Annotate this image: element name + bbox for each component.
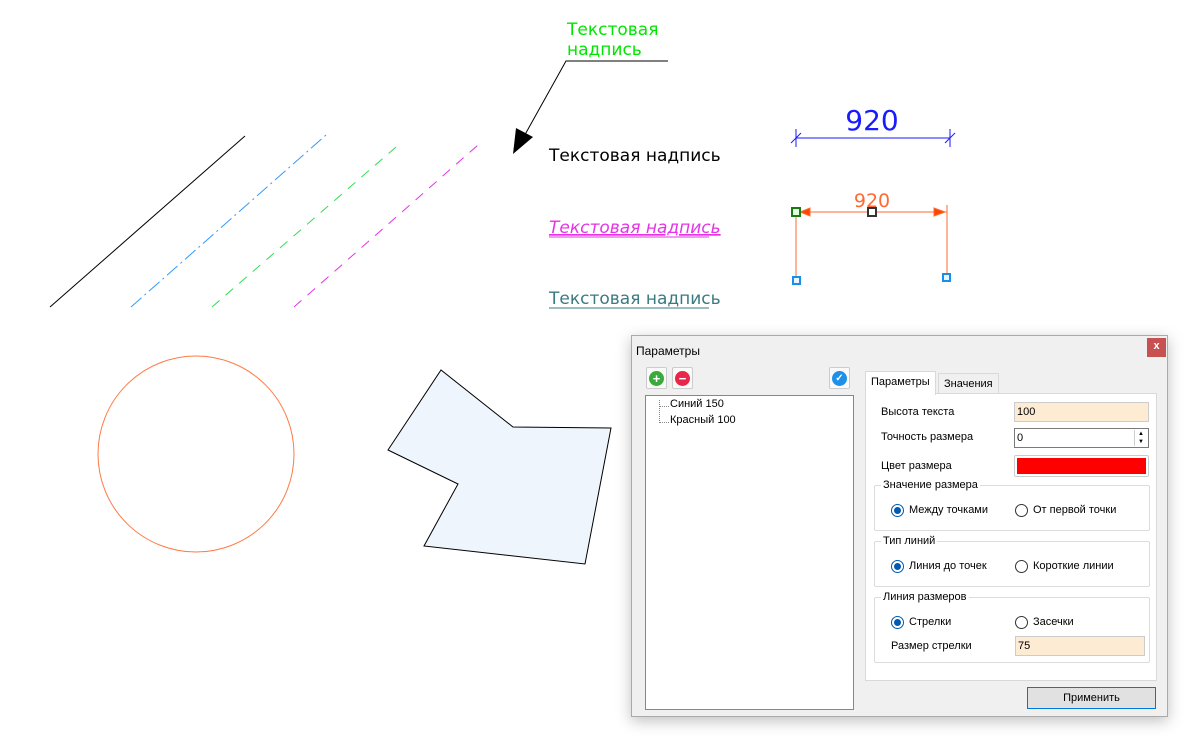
group-title: Линия размеров [881,591,969,603]
dialog-title: Параметры [636,344,700,358]
radio-label: Стрелки [909,616,952,628]
close-button[interactable]: x [1147,338,1166,357]
leader-text-1[interactable]: Текстовая [566,20,658,40]
parameters-dialog: Параметры x + − ✓ Синий 150 Красный 100 … [631,335,1168,717]
text-magenta[interactable]: Текстовая надпись [549,218,721,238]
grip-blue[interactable] [942,273,951,282]
radio-between-points[interactable] [891,504,904,517]
radio-from-first-point[interactable] [1015,504,1028,517]
group-title: Значение размера [881,479,980,491]
text-black[interactable]: Текстовая надпись [548,146,721,166]
precision-label: Точность размера [881,431,974,443]
radio-label: Засечки [1033,616,1074,628]
radio-arrows[interactable] [891,616,904,629]
dimension-blue-value[interactable]: 920 [845,104,898,137]
radio-label: Линия до точек [909,560,987,572]
radio-label: Между точками [909,504,989,516]
leader-arrow [513,128,533,154]
parameters-panel: Высота текста 100 Точность размера 0 ▲▼ … [865,393,1157,681]
minus-icon: − [675,371,690,386]
color-label: Цвет размера [881,460,952,472]
text-teal[interactable]: Текстовая надпись [548,289,721,309]
check-icon: ✓ [832,371,847,386]
dimension-blue[interactable] [790,129,956,147]
radio-ticks[interactable] [1015,616,1028,629]
arrow-size-input[interactable]: 75 [1015,636,1145,656]
tab-parameters[interactable]: Параметры [865,371,936,395]
leader-line[interactable] [521,60,668,141]
spinner-icon[interactable]: ▲▼ [1134,430,1147,446]
solid-line[interactable] [49,135,246,308]
add-button[interactable]: + [646,367,667,389]
radio-line-to-points[interactable] [891,560,904,573]
radio-short-lines[interactable] [1015,560,1028,573]
dash-dot-line[interactable] [130,134,327,308]
polygon[interactable] [387,369,612,565]
precision-stepper[interactable]: 0 [1014,428,1149,448]
magenta-dashed-line[interactable] [293,144,479,308]
remove-button[interactable]: − [672,367,693,389]
group-dimension-line: Линия размеров Стрелки Засечки Размер ст… [874,591,1150,663]
tree-item[interactable]: Красный 100 [670,414,736,426]
tree-item[interactable]: Синий 150 [670,398,724,410]
leader-text-2[interactable]: надпись [567,40,642,60]
style-tree[interactable]: Синий 150 Красный 100 [645,395,854,710]
apply-button[interactable]: Применить [1027,687,1156,709]
text-height-label: Высота текста [881,406,955,418]
group-title: Тип линий [881,535,938,547]
tab-values[interactable]: Значения [938,373,999,394]
color-picker[interactable] [1014,455,1149,477]
group-dimension-value: Значение размера Между точками От первой… [874,479,1150,531]
group-line-type: Тип линий Линия до точек Короткие линии [874,535,1150,587]
text-height-input[interactable]: 100 [1014,402,1149,422]
confirm-button[interactable]: ✓ [829,367,850,389]
radio-label: Короткие линии [1033,560,1114,572]
plus-icon: + [649,371,664,386]
circle[interactable] [97,355,295,553]
grip-blue[interactable] [792,276,801,285]
grip-green[interactable] [791,207,801,217]
dimension-orange-value[interactable]: 920 [854,190,890,212]
radio-label: От первой точки [1033,504,1117,516]
arrow-size-label: Размер стрелки [891,640,972,652]
green-dashed-line[interactable] [211,146,397,308]
grip-mid[interactable] [867,207,877,217]
